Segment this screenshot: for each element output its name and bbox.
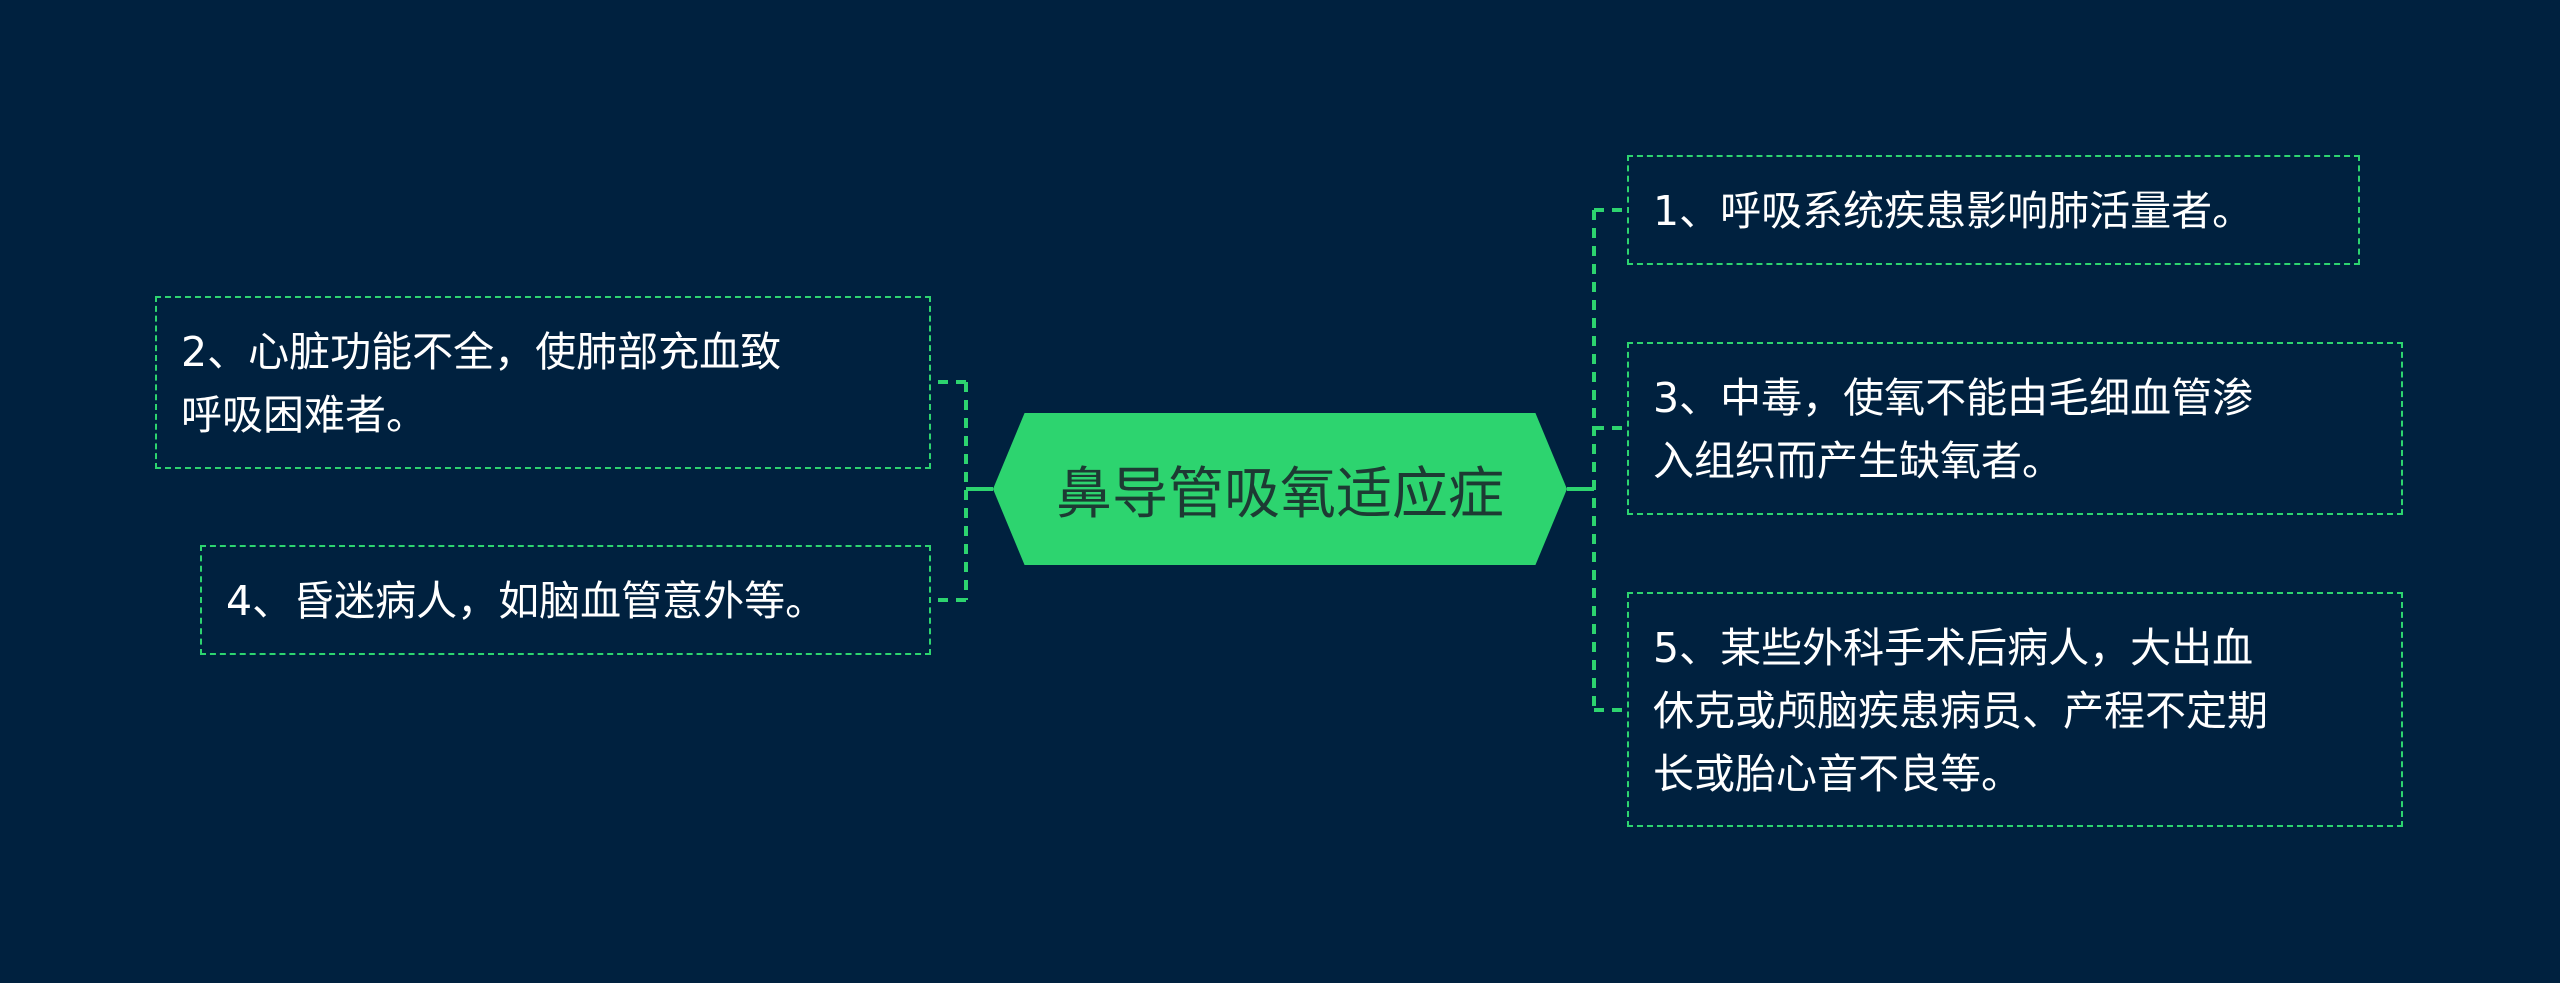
- topic-node-1[interactable]: 1、呼吸系统疾患影响肺活量者。: [1627, 155, 2360, 265]
- topic-node-2[interactable]: 2、心脏功能不全，使肺部充血致 呼吸困难者。: [155, 296, 931, 469]
- topic-node-1-text: 1、呼吸系统疾患影响肺活量者。: [1653, 187, 2254, 235]
- topic-node-4-text: 4、昏迷病人，如脑血管意外等。: [226, 577, 827, 625]
- topic-node-5[interactable]: 5、某些外科手术后病人，大出血 休克或颅脑疾患病员、产程不定期 长或胎心音不良等…: [1627, 592, 2403, 827]
- topic-node-2-text: 2、心脏功能不全，使肺部充血致 呼吸困难者。: [181, 328, 782, 439]
- central-topic[interactable]: 鼻导管吸氧适应症: [993, 413, 1567, 565]
- topic-node-5-text: 5、某些外科手术后病人，大出血 休克或颅脑疾患病员、产程不定期 长或胎心音不良等…: [1653, 624, 2268, 798]
- topic-node-4[interactable]: 4、昏迷病人，如脑血管意外等。: [200, 545, 931, 655]
- central-topic-label: 鼻导管吸氧适应症: [1056, 461, 1504, 527]
- topic-node-3[interactable]: 3、中毒，使氧不能由毛细血管渗 入组织而产生缺氧者。: [1627, 342, 2403, 515]
- topic-node-3-text: 3、中毒，使氧不能由毛细血管渗 入组织而产生缺氧者。: [1653, 374, 2254, 485]
